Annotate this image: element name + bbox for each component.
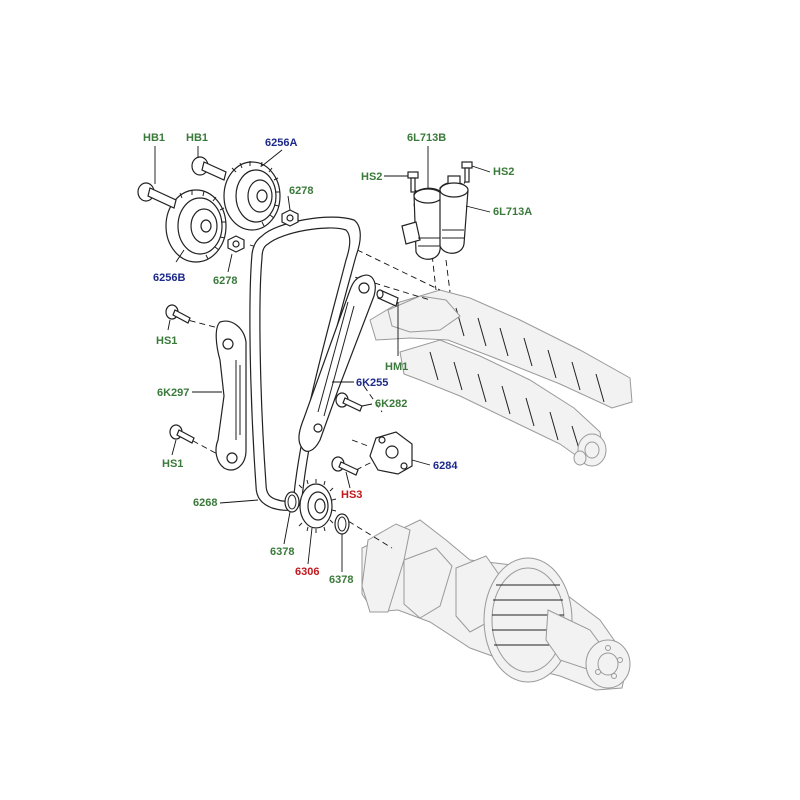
bolt-6k282[interactable] (335, 392, 363, 412)
o-ring-6378-right[interactable] (334, 513, 350, 535)
label-6378-left[interactable]: 6378 (270, 546, 295, 558)
bolt-hs1-bottom[interactable] (169, 424, 195, 444)
label-6l713b[interactable]: 6L713B (407, 132, 447, 144)
label-6268[interactable]: 6268 (193, 497, 218, 509)
label-hs3[interactable]: HS3 (341, 489, 363, 501)
bolt-hs2-left[interactable] (407, 171, 419, 193)
label-6256b[interactable]: 6256B (153, 272, 186, 284)
label-6256a[interactable]: 6256A (265, 137, 298, 149)
washer-6278-bottom[interactable] (227, 235, 245, 253)
bolt-hs3[interactable] (331, 456, 359, 476)
o-ring-6378-left[interactable] (284, 491, 300, 513)
chain-tensioner-6284[interactable] (369, 431, 413, 475)
bolt-hb1-left[interactable] (137, 182, 177, 209)
timing-chain-6268[interactable] (249, 216, 361, 511)
label-hs1-top[interactable]: HS1 (156, 335, 178, 347)
camshafts (369, 289, 633, 467)
label-6k255[interactable]: 6K255 (356, 377, 389, 389)
label-hs2-right[interactable]: HS2 (493, 166, 515, 178)
pin-hm1[interactable] (376, 289, 399, 307)
label-hm1[interactable]: HM1 (385, 361, 409, 373)
label-6l713a[interactable]: 6L713A (493, 206, 533, 218)
chain-guide-6k297[interactable] (215, 320, 247, 471)
bolt-hs2-right[interactable] (461, 161, 473, 183)
label-6k282[interactable]: 6K282 (375, 398, 408, 410)
label-6k297[interactable]: 6K297 (157, 387, 190, 399)
label-hs1-bottom[interactable]: HS1 (162, 458, 184, 470)
label-hb1-right[interactable]: HB1 (186, 132, 209, 144)
washer-6278-top[interactable] (281, 209, 299, 227)
label-6278-bottom[interactable]: 6278 (213, 275, 238, 287)
label-hs2-left[interactable]: HS2 (361, 171, 383, 183)
bolt-hs1-top[interactable] (165, 304, 191, 324)
crankshaft (361, 519, 631, 691)
crank-sprocket-6306[interactable] (298, 479, 337, 533)
label-6378-right[interactable]: 6378 (329, 574, 354, 586)
tensioner-arm-6k255[interactable] (298, 274, 376, 452)
vvt-unit-6256b[interactable] (165, 189, 227, 263)
bolt-hb1-right[interactable] (191, 156, 227, 181)
leader-lines (154, 146, 491, 572)
label-6278-top[interactable]: 6278 (289, 185, 314, 197)
label-hb1-left[interactable]: HB1 (143, 132, 166, 144)
solenoid-6l713b[interactable] (401, 187, 445, 260)
solenoid-6l713a[interactable] (439, 175, 469, 254)
vvt-unit-6256a[interactable] (223, 161, 281, 231)
label-6306[interactable]: 6306 (295, 566, 320, 578)
label-6284[interactable]: 6284 (433, 460, 458, 472)
